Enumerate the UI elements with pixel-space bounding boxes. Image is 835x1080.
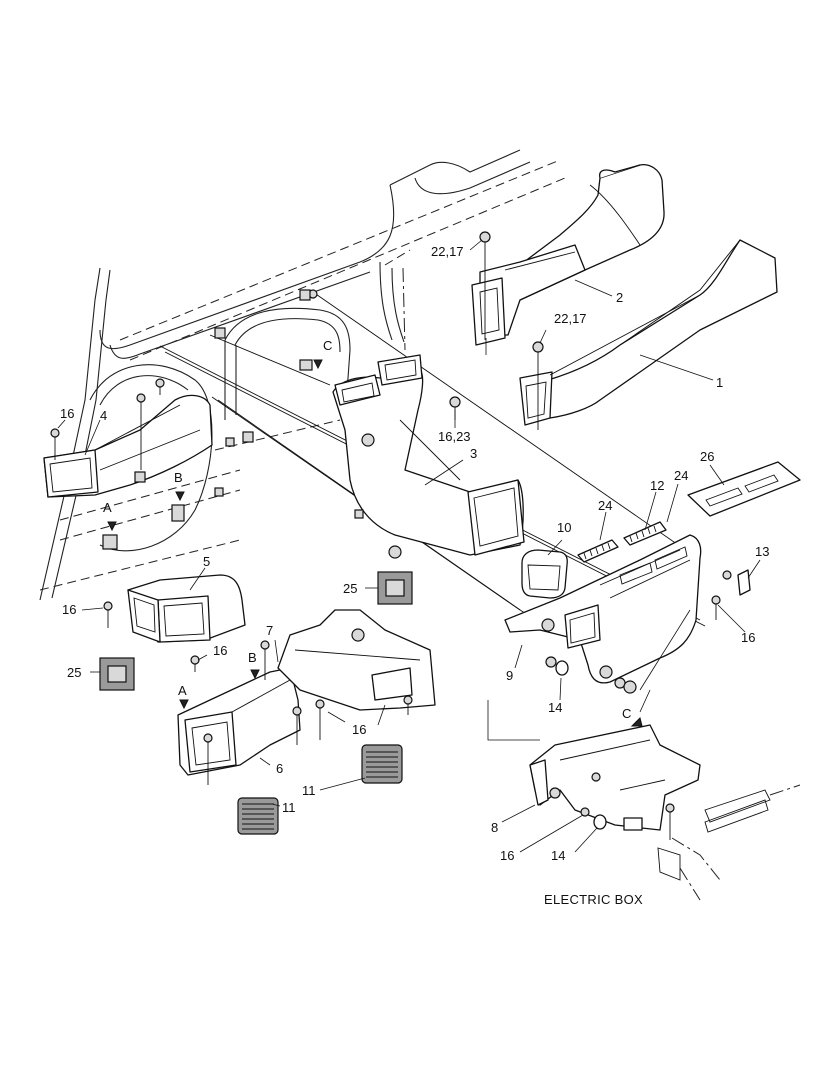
leader-lines bbox=[57, 239, 761, 853]
label-10: 10 bbox=[557, 520, 571, 535]
label-25b: 25 bbox=[67, 665, 81, 680]
label-13: 13 bbox=[755, 544, 769, 559]
label-1: 1 bbox=[716, 375, 723, 390]
label-16c: 16 bbox=[213, 643, 227, 658]
reference-arrows bbox=[107, 359, 643, 727]
duct-part-5 bbox=[127, 574, 246, 643]
duct-part-7 bbox=[277, 609, 436, 711]
label-16b: 16 bbox=[62, 602, 76, 617]
duct-part-6 bbox=[177, 667, 301, 776]
label-22-17a: 22,17 bbox=[431, 244, 464, 259]
part-labels: 1 2 3 4 5 6 7 8 9 10 11 11 12 13 14 14 1… bbox=[60, 244, 769, 907]
label-8: 8 bbox=[491, 820, 498, 835]
duct-part-3 bbox=[332, 354, 525, 556]
ref-A2: A bbox=[178, 683, 187, 698]
label-24b: 24 bbox=[674, 468, 688, 483]
gaskets-part-25 bbox=[99, 571, 413, 691]
label-12: 12 bbox=[650, 478, 664, 493]
ref-C1: C bbox=[323, 338, 332, 353]
grille-part-10 bbox=[521, 549, 568, 599]
label-2: 2 bbox=[616, 290, 623, 305]
label-5: 5 bbox=[203, 554, 210, 569]
label-11a: 11 bbox=[302, 783, 316, 798]
label-16d: 16 bbox=[352, 722, 366, 737]
label-26: 26 bbox=[700, 449, 714, 464]
label-16f: 16 bbox=[500, 848, 514, 863]
electric-box-outline bbox=[657, 784, 801, 901]
label-22-17b: 22,17 bbox=[554, 311, 587, 326]
label-14b: 14 bbox=[551, 848, 565, 863]
fasteners bbox=[50, 231, 732, 840]
label-25a: 25 bbox=[343, 581, 357, 596]
duct-part-2 bbox=[471, 164, 665, 346]
label-16e: 16 bbox=[741, 630, 755, 645]
ref-C2: C bbox=[622, 706, 631, 721]
label-6: 6 bbox=[276, 761, 283, 776]
clip-part-13 bbox=[737, 569, 751, 596]
panel-part-9 bbox=[504, 534, 702, 684]
label-16-23: 16,23 bbox=[438, 429, 471, 444]
ref-A1: A bbox=[103, 500, 112, 515]
vents-part-24-12 bbox=[577, 521, 667, 563]
grilles-part-11 bbox=[237, 744, 403, 835]
label-3: 3 bbox=[470, 446, 477, 461]
electric-box-caption: ELECTRIC BOX bbox=[544, 892, 643, 907]
label-11b: 11 bbox=[282, 800, 296, 815]
label-7: 7 bbox=[266, 623, 273, 638]
label-16a: 16 bbox=[60, 406, 74, 421]
label-14a: 14 bbox=[548, 700, 562, 715]
label-9: 9 bbox=[506, 668, 513, 683]
ref-B2: B bbox=[248, 650, 257, 665]
label-24a: 24 bbox=[598, 498, 612, 513]
label-4: 4 bbox=[100, 408, 107, 423]
ref-B1: B bbox=[174, 470, 183, 485]
tray-part-8 bbox=[529, 724, 701, 831]
duct-part-1 bbox=[519, 239, 778, 426]
cab-body-outline bbox=[39, 149, 566, 601]
bezel-part-26 bbox=[687, 461, 801, 517]
